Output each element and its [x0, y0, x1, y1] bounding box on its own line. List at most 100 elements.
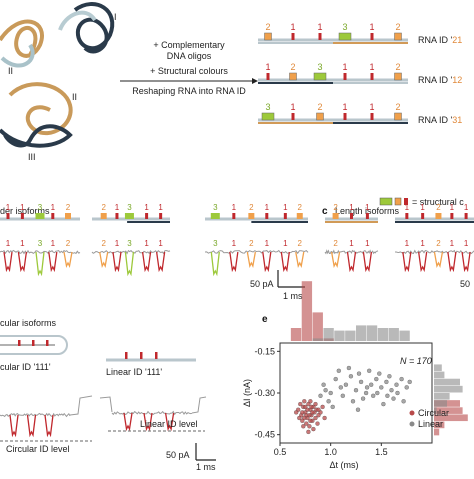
marker-digit: 2 — [395, 102, 400, 112]
marker-digit: 2 — [290, 62, 295, 72]
trace-dip — [3, 251, 13, 273]
trace-dip — [99, 251, 109, 269]
trace-dip — [141, 251, 152, 273]
legend-orange-swatch — [394, 197, 402, 206]
trace-dip — [155, 251, 166, 273]
legend-circular-marker — [409, 410, 415, 416]
top-histogram-bar — [345, 330, 356, 341]
top-histogram-bar — [334, 330, 345, 341]
trace-dip — [63, 251, 73, 269]
scatter-point-circular — [301, 424, 306, 429]
trace-digit: 1 — [283, 239, 288, 248]
trace-digit: 1 — [232, 239, 237, 248]
trace-digit: 1 — [450, 239, 455, 248]
scatter-point-circular — [297, 415, 302, 421]
construct-marker — [145, 213, 149, 219]
top-histogram-bar — [312, 312, 323, 341]
scatter-point-linear — [356, 371, 362, 376]
scatter-point-linear — [407, 379, 412, 385]
trace-dip — [143, 412, 153, 432]
panel-a: I II II III + Complementary DNA oligos +… — [0, 2, 464, 207]
panel-b-scale-time: 1 ms — [283, 291, 303, 301]
scatter-point-linear — [328, 390, 333, 396]
scatter-point-linear — [318, 393, 323, 398]
scatter-point-linear — [391, 396, 396, 401]
trace-dip — [164, 412, 175, 432]
trace-digit: 1 — [6, 239, 11, 248]
legend-linear-label: Linear — [418, 419, 443, 429]
x-tick-label: 0.5 — [274, 447, 287, 457]
legend-structural-colour-text: = structural c — [412, 197, 464, 207]
scatter-point-linear — [338, 385, 343, 390]
panel-c-scale-current: 50 — [460, 279, 470, 289]
construct-digit: 1 — [115, 203, 120, 212]
structural-colour-marker — [394, 112, 402, 121]
structural-colour-marker — [316, 112, 324, 121]
panel-b-scale-current: 50 pA — [250, 279, 274, 289]
scatter-point-circular — [308, 418, 313, 423]
circular-marker-1 — [18, 340, 21, 346]
panel-c-current-trace — [324, 249, 379, 255]
scatter-point-linear — [381, 401, 386, 407]
panel-b-current-trace — [204, 249, 309, 255]
trace-dip — [35, 251, 45, 277]
scatter-n-label: N = 170 — [400, 356, 432, 366]
x-tick-label: 1.0 — [324, 447, 337, 457]
marker-digit: 1 — [265, 62, 270, 72]
rna-id-label: RNA ID '21 — [418, 35, 462, 45]
arrow-text-line4: Reshaping RNA into RNA ID — [132, 86, 246, 96]
construct-marker — [51, 213, 55, 219]
trace-dip — [44, 414, 54, 438]
trace-dip — [295, 251, 305, 269]
panel-d-traces — [0, 395, 207, 438]
legend-green-swatch — [379, 197, 393, 206]
construct-marker — [296, 213, 303, 219]
scatter-point-circular — [306, 429, 311, 435]
construct-digit: 1 — [51, 203, 56, 212]
scatter-point-linear — [385, 393, 390, 398]
top-histogram-bar — [312, 338, 323, 341]
trace-digit: 1 — [158, 239, 163, 248]
marker-digit: 1 — [342, 62, 347, 72]
marker-digit: 1 — [317, 22, 322, 32]
trace-dip — [447, 251, 457, 273]
trace-digit: 1 — [365, 239, 370, 248]
trace-digit: 2 — [66, 239, 71, 248]
panel-e-right-histogram — [434, 364, 468, 436]
structural-colour-marker — [370, 113, 374, 120]
trace-digit: 1 — [51, 239, 56, 248]
trace-digit: 1 — [405, 239, 410, 248]
structural-colour-marker — [264, 32, 272, 41]
trace-dip — [262, 251, 272, 273]
scatter-point-linear — [353, 388, 359, 393]
scatter-point-circular — [309, 404, 314, 410]
arrow-text-line2: DNA oligos — [167, 51, 212, 61]
marker-digit: 2 — [265, 22, 270, 32]
construct-marker — [20, 213, 24, 219]
arrow-text-line3: + Structural colours — [150, 66, 228, 76]
trace-digit: 1 — [349, 239, 354, 248]
structural-colour-marker — [394, 72, 402, 81]
construct-digit: 1 — [405, 203, 410, 212]
scatter-point-circular — [320, 404, 325, 410]
panel-d-scale-time: 1 ms — [196, 462, 216, 472]
rna-knot-I — [0, 19, 44, 58]
panel-e-letter: e — [262, 314, 268, 325]
trace-digit: 3 — [38, 239, 43, 248]
structural-colour-marker — [289, 72, 297, 81]
scatter-point-circular — [313, 415, 318, 421]
linear-trace-tail — [191, 396, 207, 414]
trace-dip — [346, 251, 357, 273]
linear-level-label: Linear ID level — [140, 419, 198, 429]
scatter-point-linear — [333, 376, 338, 382]
construct-marker — [405, 213, 409, 219]
scatter-point-circular — [294, 410, 299, 415]
structural-colour-marker — [291, 113, 295, 120]
scatter-point-circular — [310, 410, 315, 415]
marker-digit: 2 — [395, 22, 400, 32]
structural-colour-marker — [343, 73, 347, 80]
